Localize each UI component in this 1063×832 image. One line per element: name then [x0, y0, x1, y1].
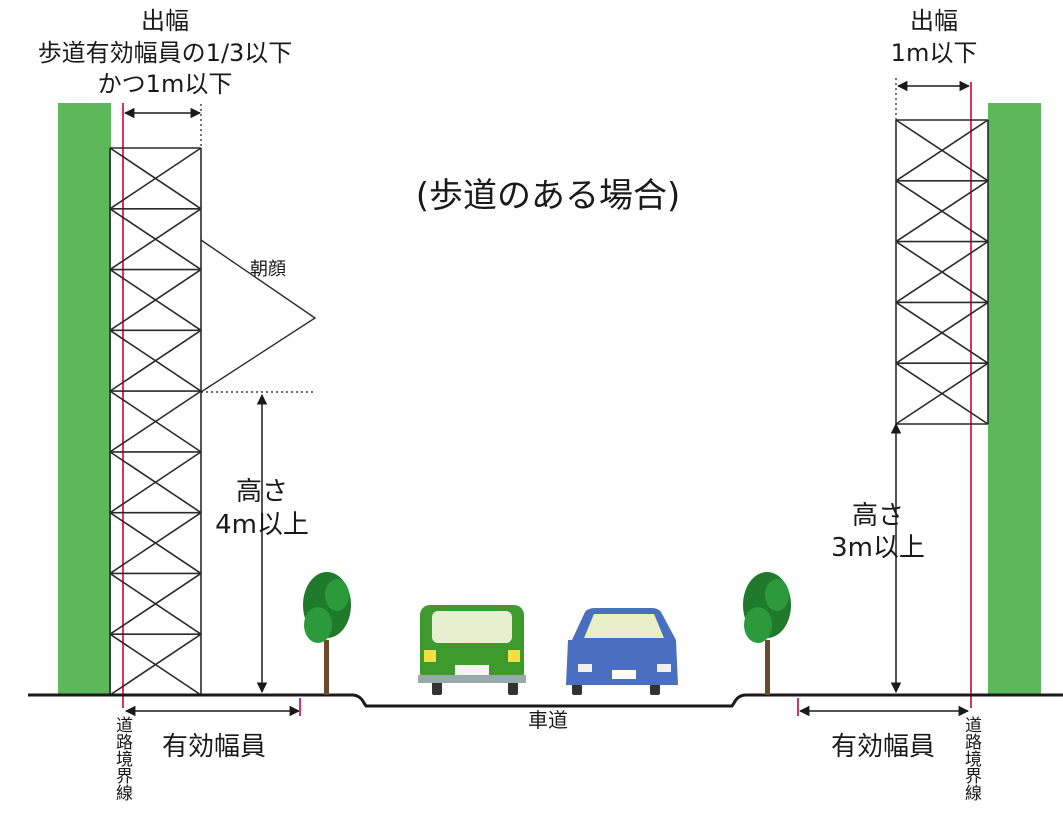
- tree-left: [303, 572, 351, 695]
- scaffold-member: [109, 208, 202, 271]
- right-height-label-2: 3m以上: [831, 533, 925, 563]
- scaffold-member: [109, 633, 202, 696]
- ground-line: [28, 693, 1063, 708]
- scaffold-member: [895, 301, 989, 364]
- scaffold-member: [109, 329, 202, 392]
- diagram-title: (歩道のある場合): [416, 176, 681, 216]
- scaffold-member: [109, 451, 202, 514]
- scaffold-member: [109, 390, 202, 453]
- left-overhang-label-2: 歩道有効幅員の1/3以下: [38, 39, 293, 67]
- left-asagao: [200, 239, 317, 393]
- right-height-label-1: 高さ: [852, 501, 904, 531]
- scaffold-member: [895, 180, 989, 243]
- scaffold-member: [109, 268, 202, 331]
- left-boundary-label: 道路境界線: [112, 716, 133, 801]
- right-boundary-label: 道路境界線: [961, 716, 982, 801]
- left-height-label-1: 高さ: [236, 477, 288, 507]
- right-overhang-label-1: 出幅: [910, 7, 958, 35]
- roadway-label: 車道: [528, 708, 568, 732]
- left-overhang-label-1: 出幅: [141, 7, 189, 35]
- right-overhang-label-2: 1m以下: [891, 39, 978, 67]
- scaffold-member: [109, 572, 202, 635]
- left-effective-width-label: 有効幅員: [162, 732, 266, 762]
- car-green: [418, 605, 526, 695]
- scaffold-member: [895, 119, 989, 182]
- left-height-label-2: 4m以上: [215, 510, 309, 540]
- car-blue: [566, 608, 678, 695]
- left-asagao-label: 朝顔: [250, 259, 286, 280]
- scaffold-member: [895, 362, 989, 425]
- scaffold-member: [109, 147, 202, 210]
- right-building: [988, 103, 1041, 695]
- left-building: [58, 103, 111, 695]
- scaffold-member: [895, 240, 989, 304]
- right-scaffold: [895, 119, 989, 425]
- left-overhang-label-3: かつ1m以下: [98, 70, 233, 98]
- tree-right: [743, 572, 791, 695]
- scaffold-member: [109, 512, 202, 575]
- right-effective-width-label: 有効幅員: [831, 732, 935, 762]
